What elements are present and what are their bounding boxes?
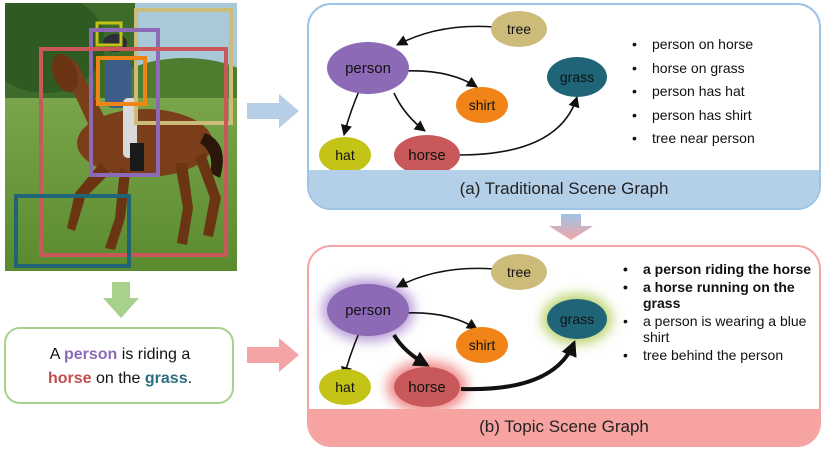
topic-item: tree behind the person [621, 347, 819, 363]
relation-list-a: person on horse horse on grass person ha… [630, 33, 755, 151]
edge-horse-grass [458, 95, 580, 156]
arrow-down-icon [549, 214, 593, 240]
edge-horse-grass [460, 340, 577, 392]
tree-bbox [134, 8, 233, 125]
relation-item: horse on grass [630, 57, 755, 81]
node-shirt-label: shirt [469, 97, 496, 113]
person-bbox [89, 28, 160, 177]
node-horse: horse [394, 135, 460, 175]
grass-bbox [14, 194, 131, 268]
relation-item: person has shirt [630, 104, 755, 128]
edge-person-horse [392, 333, 430, 367]
caption-text: A person is riding a horse on the grass. [18, 343, 222, 391]
node-person: person [327, 284, 409, 336]
node-hat-label: hat [335, 147, 355, 163]
panel-b-title: (b) Topic Scene Graph [309, 409, 819, 445]
caption-box: A person is riding a horse on the grass. [4, 327, 234, 404]
topic-item: a person is wearing a blue shirt [621, 313, 819, 345]
panel-a-title: (a) Traditional Scene Graph [309, 170, 819, 208]
node-shirt: shirt [456, 327, 508, 363]
node-shirt: shirt [456, 87, 508, 123]
node-shirt-label: shirt [469, 337, 496, 353]
scene-graph-b: person tree shirt grass hat horse [319, 254, 612, 413]
caption-middle2: on the [91, 370, 145, 387]
hat-bbox [95, 21, 123, 47]
relation-item: person has hat [630, 80, 755, 104]
arrow-down-icon [103, 282, 139, 318]
topic-scene-graph-panel: person tree shirt grass hat horse a pers… [307, 245, 821, 447]
edge-tree-person [396, 267, 495, 288]
node-horse: horse [394, 367, 460, 407]
node-tree-label: tree [507, 264, 531, 280]
node-grass: grass [547, 299, 607, 339]
node-tree-label: tree [507, 21, 531, 37]
topic-item: a horse running on the grass [621, 279, 819, 311]
caption-word-horse: horse [47, 370, 92, 387]
horse-bbox [39, 47, 228, 257]
node-hat-label: hat [335, 379, 355, 395]
arrow-right-icon [247, 94, 299, 128]
node-person-label: person [345, 60, 391, 77]
edge-person-shirt [403, 70, 478, 88]
relation-item: tree near person [630, 127, 755, 151]
edge-person-horse [393, 92, 426, 132]
node-grass: grass [547, 57, 607, 97]
node-tree: tree [491, 11, 547, 47]
relation-item: person on horse [630, 33, 755, 57]
edge-person-hat [341, 90, 360, 137]
node-horse-label: horse [408, 147, 446, 164]
topic-item: a person riding the horse [621, 261, 819, 277]
caption-middle: is riding a [117, 346, 191, 363]
node-hat: hat [319, 369, 371, 405]
edge-person-shirt [403, 312, 478, 330]
caption-suffix: . [187, 370, 193, 387]
topic-list-b: a person riding the horse a horse runnin… [621, 261, 819, 365]
horse-rider-photo [5, 3, 237, 271]
node-grass-label: grass [560, 69, 594, 85]
node-tree: tree [491, 254, 547, 290]
node-person-label: person [345, 302, 391, 319]
node-horse-label: horse [408, 379, 446, 396]
caption-prefix: A [49, 346, 64, 363]
arrow-right-icon [247, 338, 299, 372]
node-person: person [327, 42, 409, 94]
scene-graph-a: person tree shirt grass hat horse [319, 11, 607, 175]
node-hat: hat [319, 137, 371, 173]
shirt-bbox [96, 56, 147, 106]
node-grass-label: grass [560, 311, 594, 327]
caption-word-person: person [63, 346, 118, 363]
edge-tree-person [396, 25, 495, 46]
caption-word-grass: grass [144, 370, 188, 387]
photo-illustration [5, 3, 237, 271]
traditional-scene-graph-panel: person tree shirt grass hat horse person… [307, 3, 821, 210]
